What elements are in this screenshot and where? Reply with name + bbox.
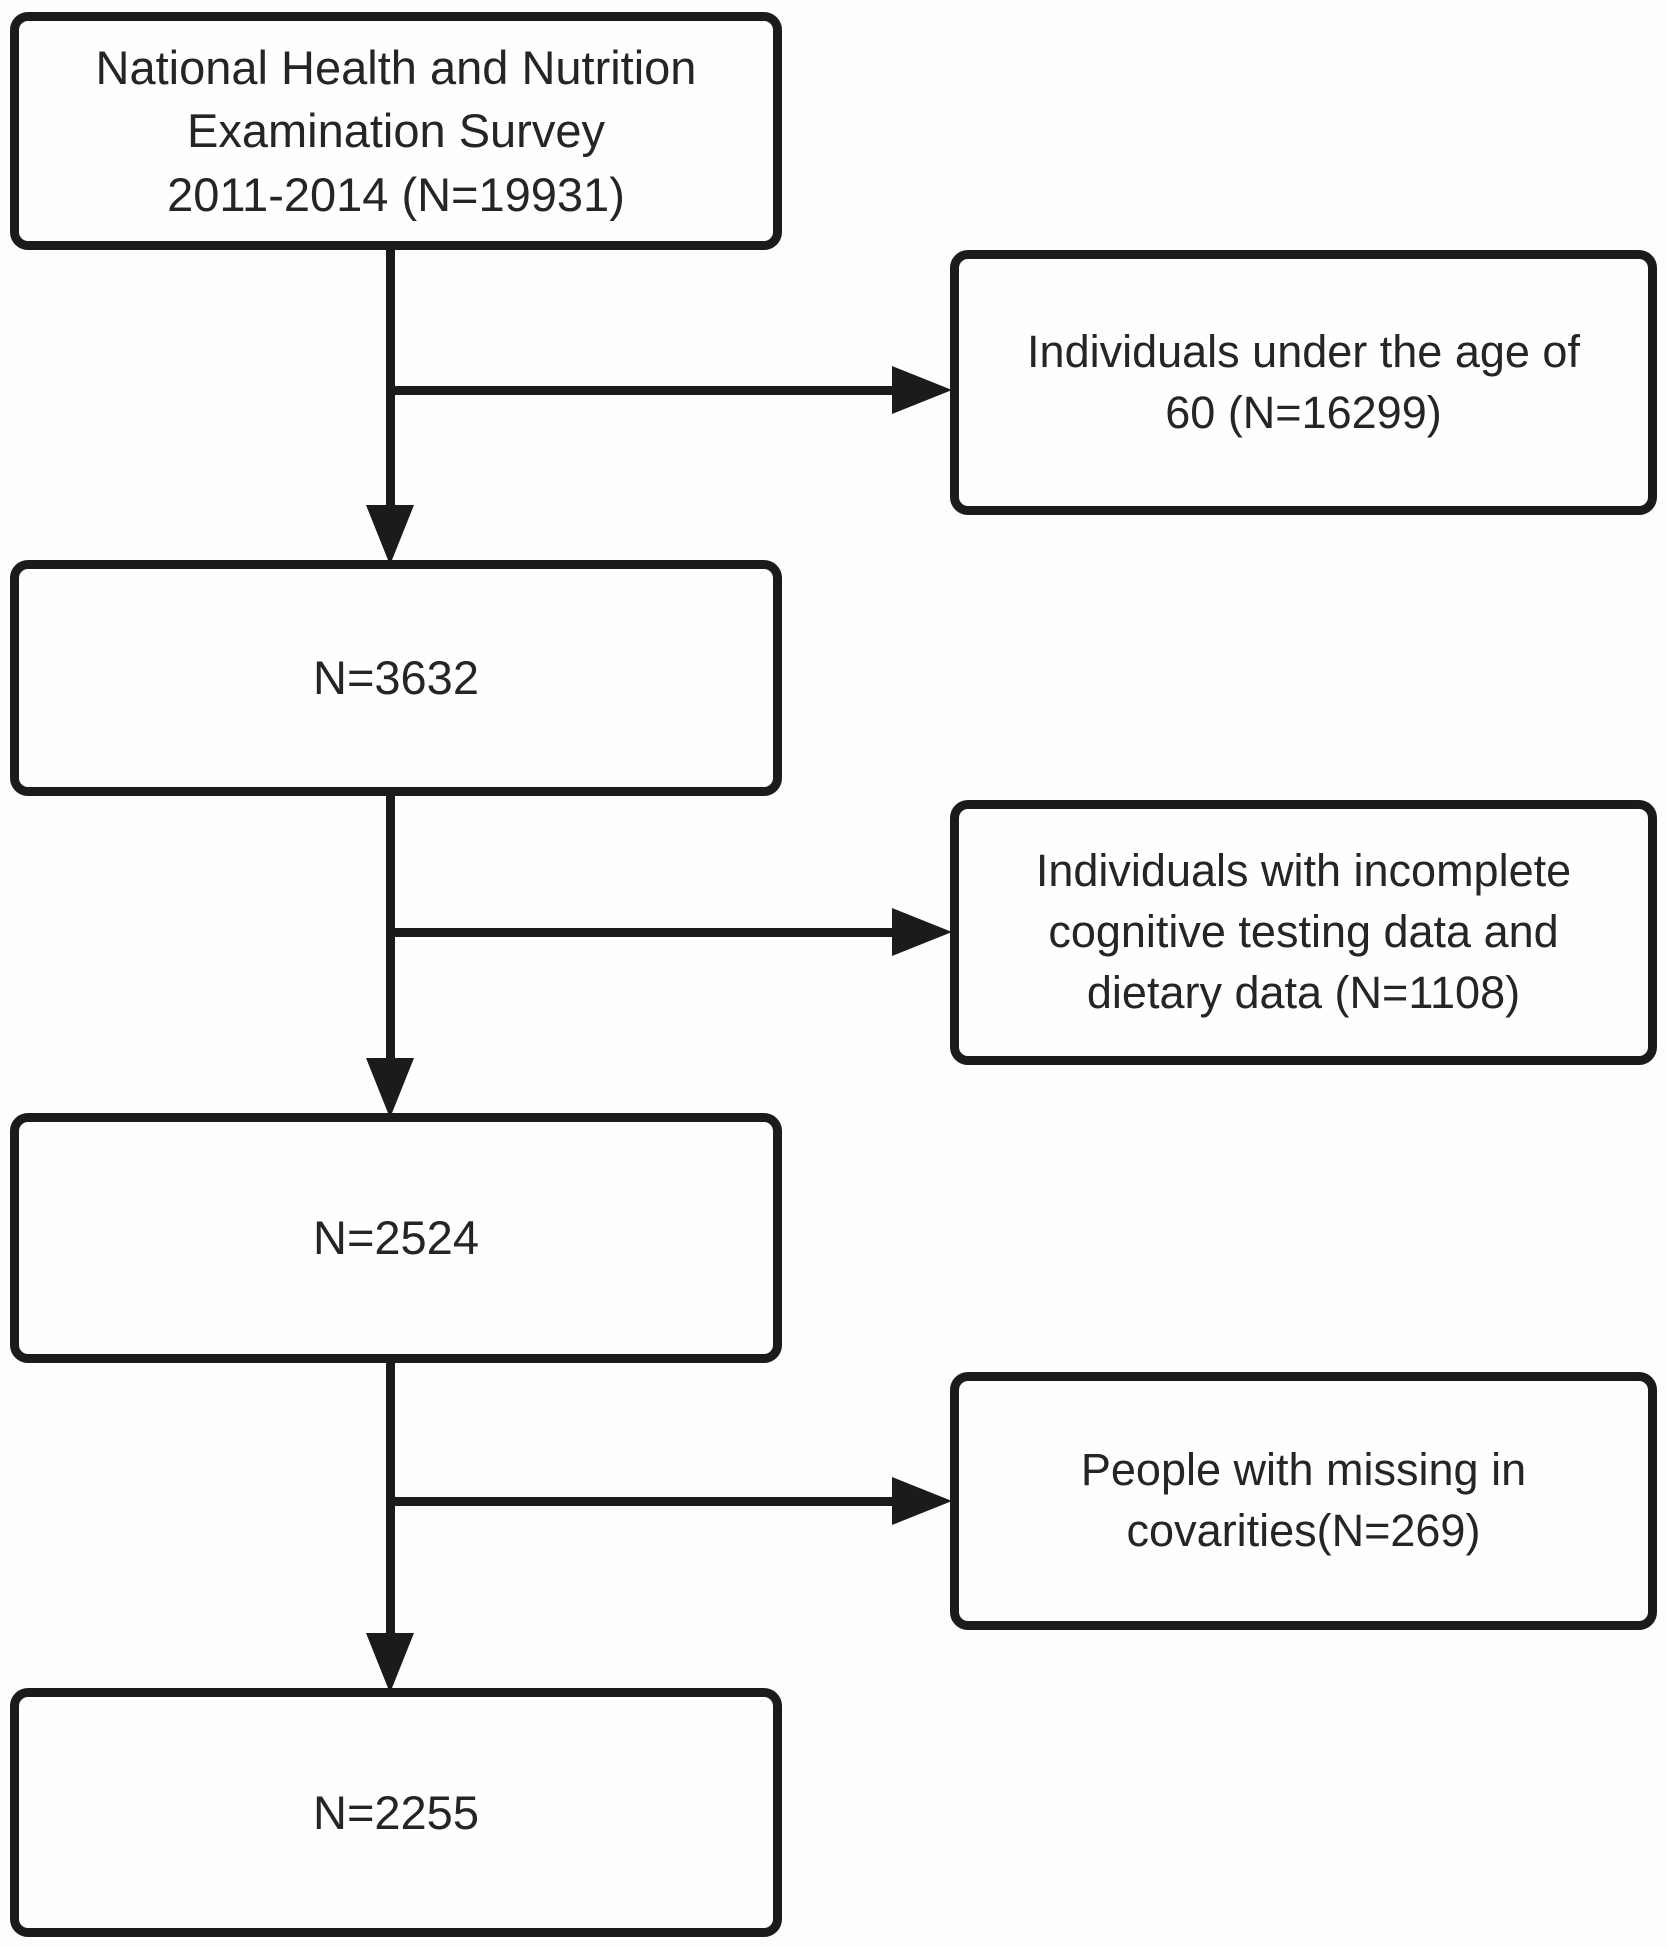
arrowhead-right-2-icon (892, 908, 952, 956)
arrowhead-down-3-icon (366, 1633, 414, 1693)
box-nhanes-cohort-label: National Health and Nutrition Examinatio… (95, 40, 697, 221)
box-n2524: N=2524 (10, 1113, 782, 1363)
arrowhead-right-1-icon (892, 366, 952, 414)
box-n3632-label: N=3632 (313, 651, 479, 705)
box-n2255: N=2255 (10, 1688, 782, 1937)
box-n2524-label: N=2524 (313, 1211, 479, 1265)
connector-branch-1 (390, 386, 900, 395)
connector-branch-3 (390, 1497, 900, 1506)
connector-vertical-1 (386, 250, 395, 510)
box-exclusion-incomplete-data: Individuals with incomplete cognitive te… (950, 800, 1657, 1065)
box-exclusion-under-60-label: Individuals under the age of 60 (N=16299… (1027, 325, 1580, 438)
box-exclusion-missing-covariates-label: People with missing in covarities(N=269) (1080, 1444, 1527, 1556)
box-exclusion-missing-covariates: People with missing in covarities(N=269) (950, 1372, 1657, 1630)
box-nhanes-cohort: National Health and Nutrition Examinatio… (10, 12, 782, 250)
box-exclusion-under-60: Individuals under the age of 60 (N=16299… (950, 250, 1657, 515)
arrowhead-down-1-icon (366, 505, 414, 565)
box-n2255-label: N=2255 (313, 1785, 479, 1839)
box-exclusion-incomplete-data-label: Individuals with incomplete cognitive te… (1035, 845, 1572, 1018)
arrowhead-down-2-icon (366, 1058, 414, 1118)
connector-branch-2 (390, 928, 900, 937)
box-n3632: N=3632 (10, 560, 782, 796)
arrowhead-right-3-icon (892, 1477, 952, 1525)
